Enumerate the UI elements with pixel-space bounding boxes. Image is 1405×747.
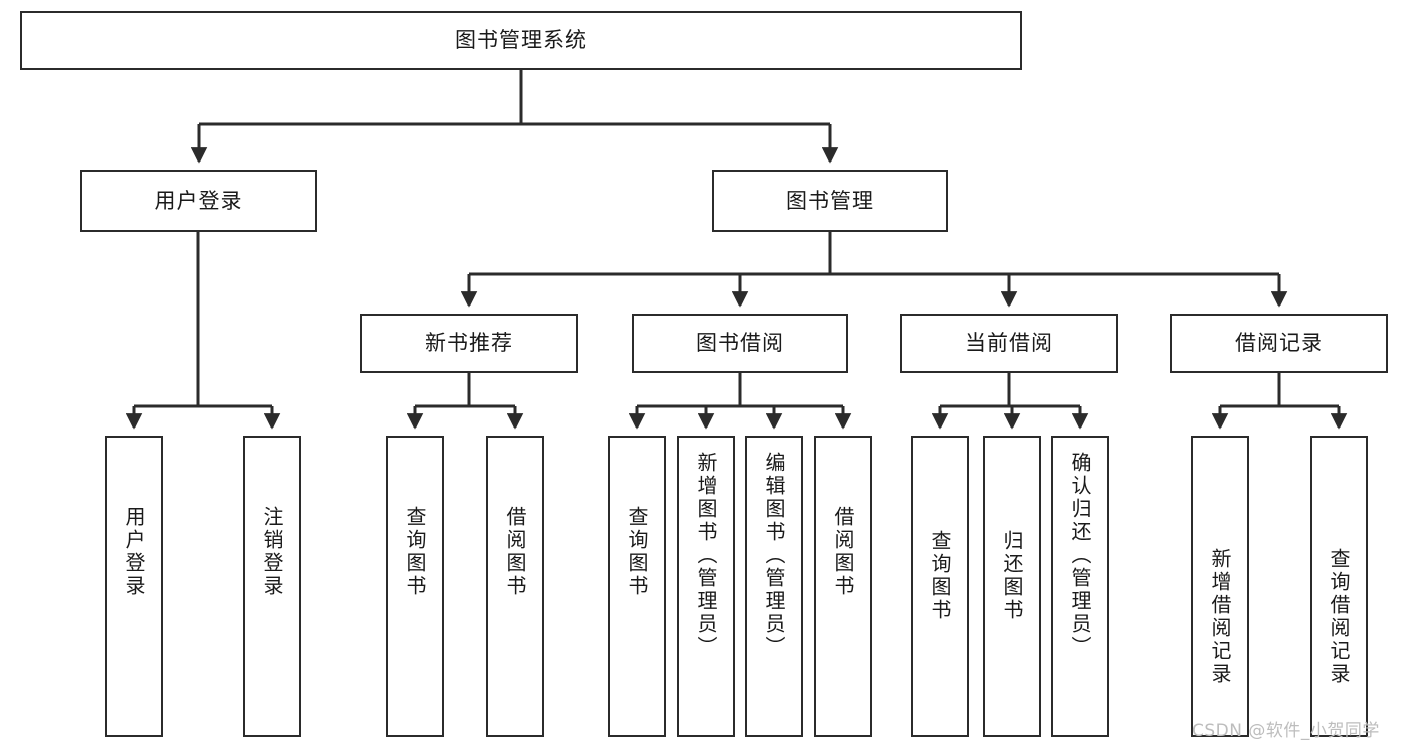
node-leaf-add-book-admin[interactable]: 新增图书（管理员） bbox=[677, 436, 735, 737]
node-user-login-label: 用户登录 bbox=[154, 188, 243, 213]
node-leaf-logout-login-label: 注销登录 bbox=[260, 506, 284, 598]
node-leaf-confirm-return-admin[interactable]: 确认归还（管理员） bbox=[1051, 436, 1109, 737]
node-leaf-edit-book-admin[interactable]: 编辑图书（管理员） bbox=[745, 436, 803, 737]
node-book-borrow[interactable]: 图书借阅 bbox=[632, 314, 848, 373]
node-leaf-borrow-book-1-label: 借阅图书 bbox=[503, 506, 527, 598]
node-leaf-borrow-book-1[interactable]: 借阅图书 bbox=[486, 436, 544, 737]
node-leaf-borrow-book-2-label: 借阅图书 bbox=[831, 506, 855, 598]
node-leaf-borrow-book-2[interactable]: 借阅图书 bbox=[814, 436, 872, 737]
node-current-borrow[interactable]: 当前借阅 bbox=[900, 314, 1118, 373]
node-leaf-query-book-1[interactable]: 查询图书 bbox=[386, 436, 444, 737]
node-borrow-record-label: 借阅记录 bbox=[1235, 331, 1323, 356]
node-leaf-query-book-2[interactable]: 查询图书 bbox=[608, 436, 666, 737]
node-user-login[interactable]: 用户登录 bbox=[80, 170, 317, 232]
node-leaf-confirm-return-admin-label: 确认归还（管理员） bbox=[1068, 452, 1092, 659]
node-leaf-user-login-label: 用户登录 bbox=[122, 506, 146, 598]
node-leaf-return-book-label: 归还图书 bbox=[1000, 530, 1024, 622]
node-leaf-add-borrow-record[interactable]: 新增借阅记录 bbox=[1191, 436, 1249, 737]
node-root[interactable]: 图书管理系统 bbox=[20, 11, 1022, 70]
node-leaf-add-book-admin-label: 新增图书（管理员） bbox=[694, 452, 718, 659]
node-root-label: 图书管理系统 bbox=[455, 28, 587, 53]
node-book-manage[interactable]: 图书管理 bbox=[712, 170, 948, 232]
node-new-book-recommend-label: 新书推荐 bbox=[425, 331, 513, 356]
node-leaf-logout-login[interactable]: 注销登录 bbox=[243, 436, 301, 737]
node-leaf-add-borrow-record-label: 新增借阅记录 bbox=[1208, 548, 1232, 686]
node-leaf-query-book-1-label: 查询图书 bbox=[403, 506, 427, 598]
node-leaf-query-book-3-label: 查询图书 bbox=[928, 530, 952, 622]
node-borrow-record[interactable]: 借阅记录 bbox=[1170, 314, 1388, 373]
node-book-borrow-label: 图书借阅 bbox=[696, 331, 784, 356]
node-current-borrow-label: 当前借阅 bbox=[965, 331, 1053, 356]
node-leaf-query-borrow-record-label: 查询借阅记录 bbox=[1327, 548, 1351, 686]
node-leaf-query-book-3[interactable]: 查询图书 bbox=[911, 436, 969, 737]
node-new-book-recommend[interactable]: 新书推荐 bbox=[360, 314, 578, 373]
node-leaf-user-login[interactable]: 用户登录 bbox=[105, 436, 163, 737]
node-leaf-query-book-2-label: 查询图书 bbox=[625, 506, 649, 598]
node-leaf-edit-book-admin-label: 编辑图书（管理员） bbox=[762, 452, 786, 659]
node-leaf-query-borrow-record[interactable]: 查询借阅记录 bbox=[1310, 436, 1368, 737]
node-book-manage-label: 图书管理 bbox=[786, 188, 874, 213]
node-leaf-return-book[interactable]: 归还图书 bbox=[983, 436, 1041, 737]
csdn-watermark: CSDN @软件_小贺同学 bbox=[1192, 721, 1380, 741]
